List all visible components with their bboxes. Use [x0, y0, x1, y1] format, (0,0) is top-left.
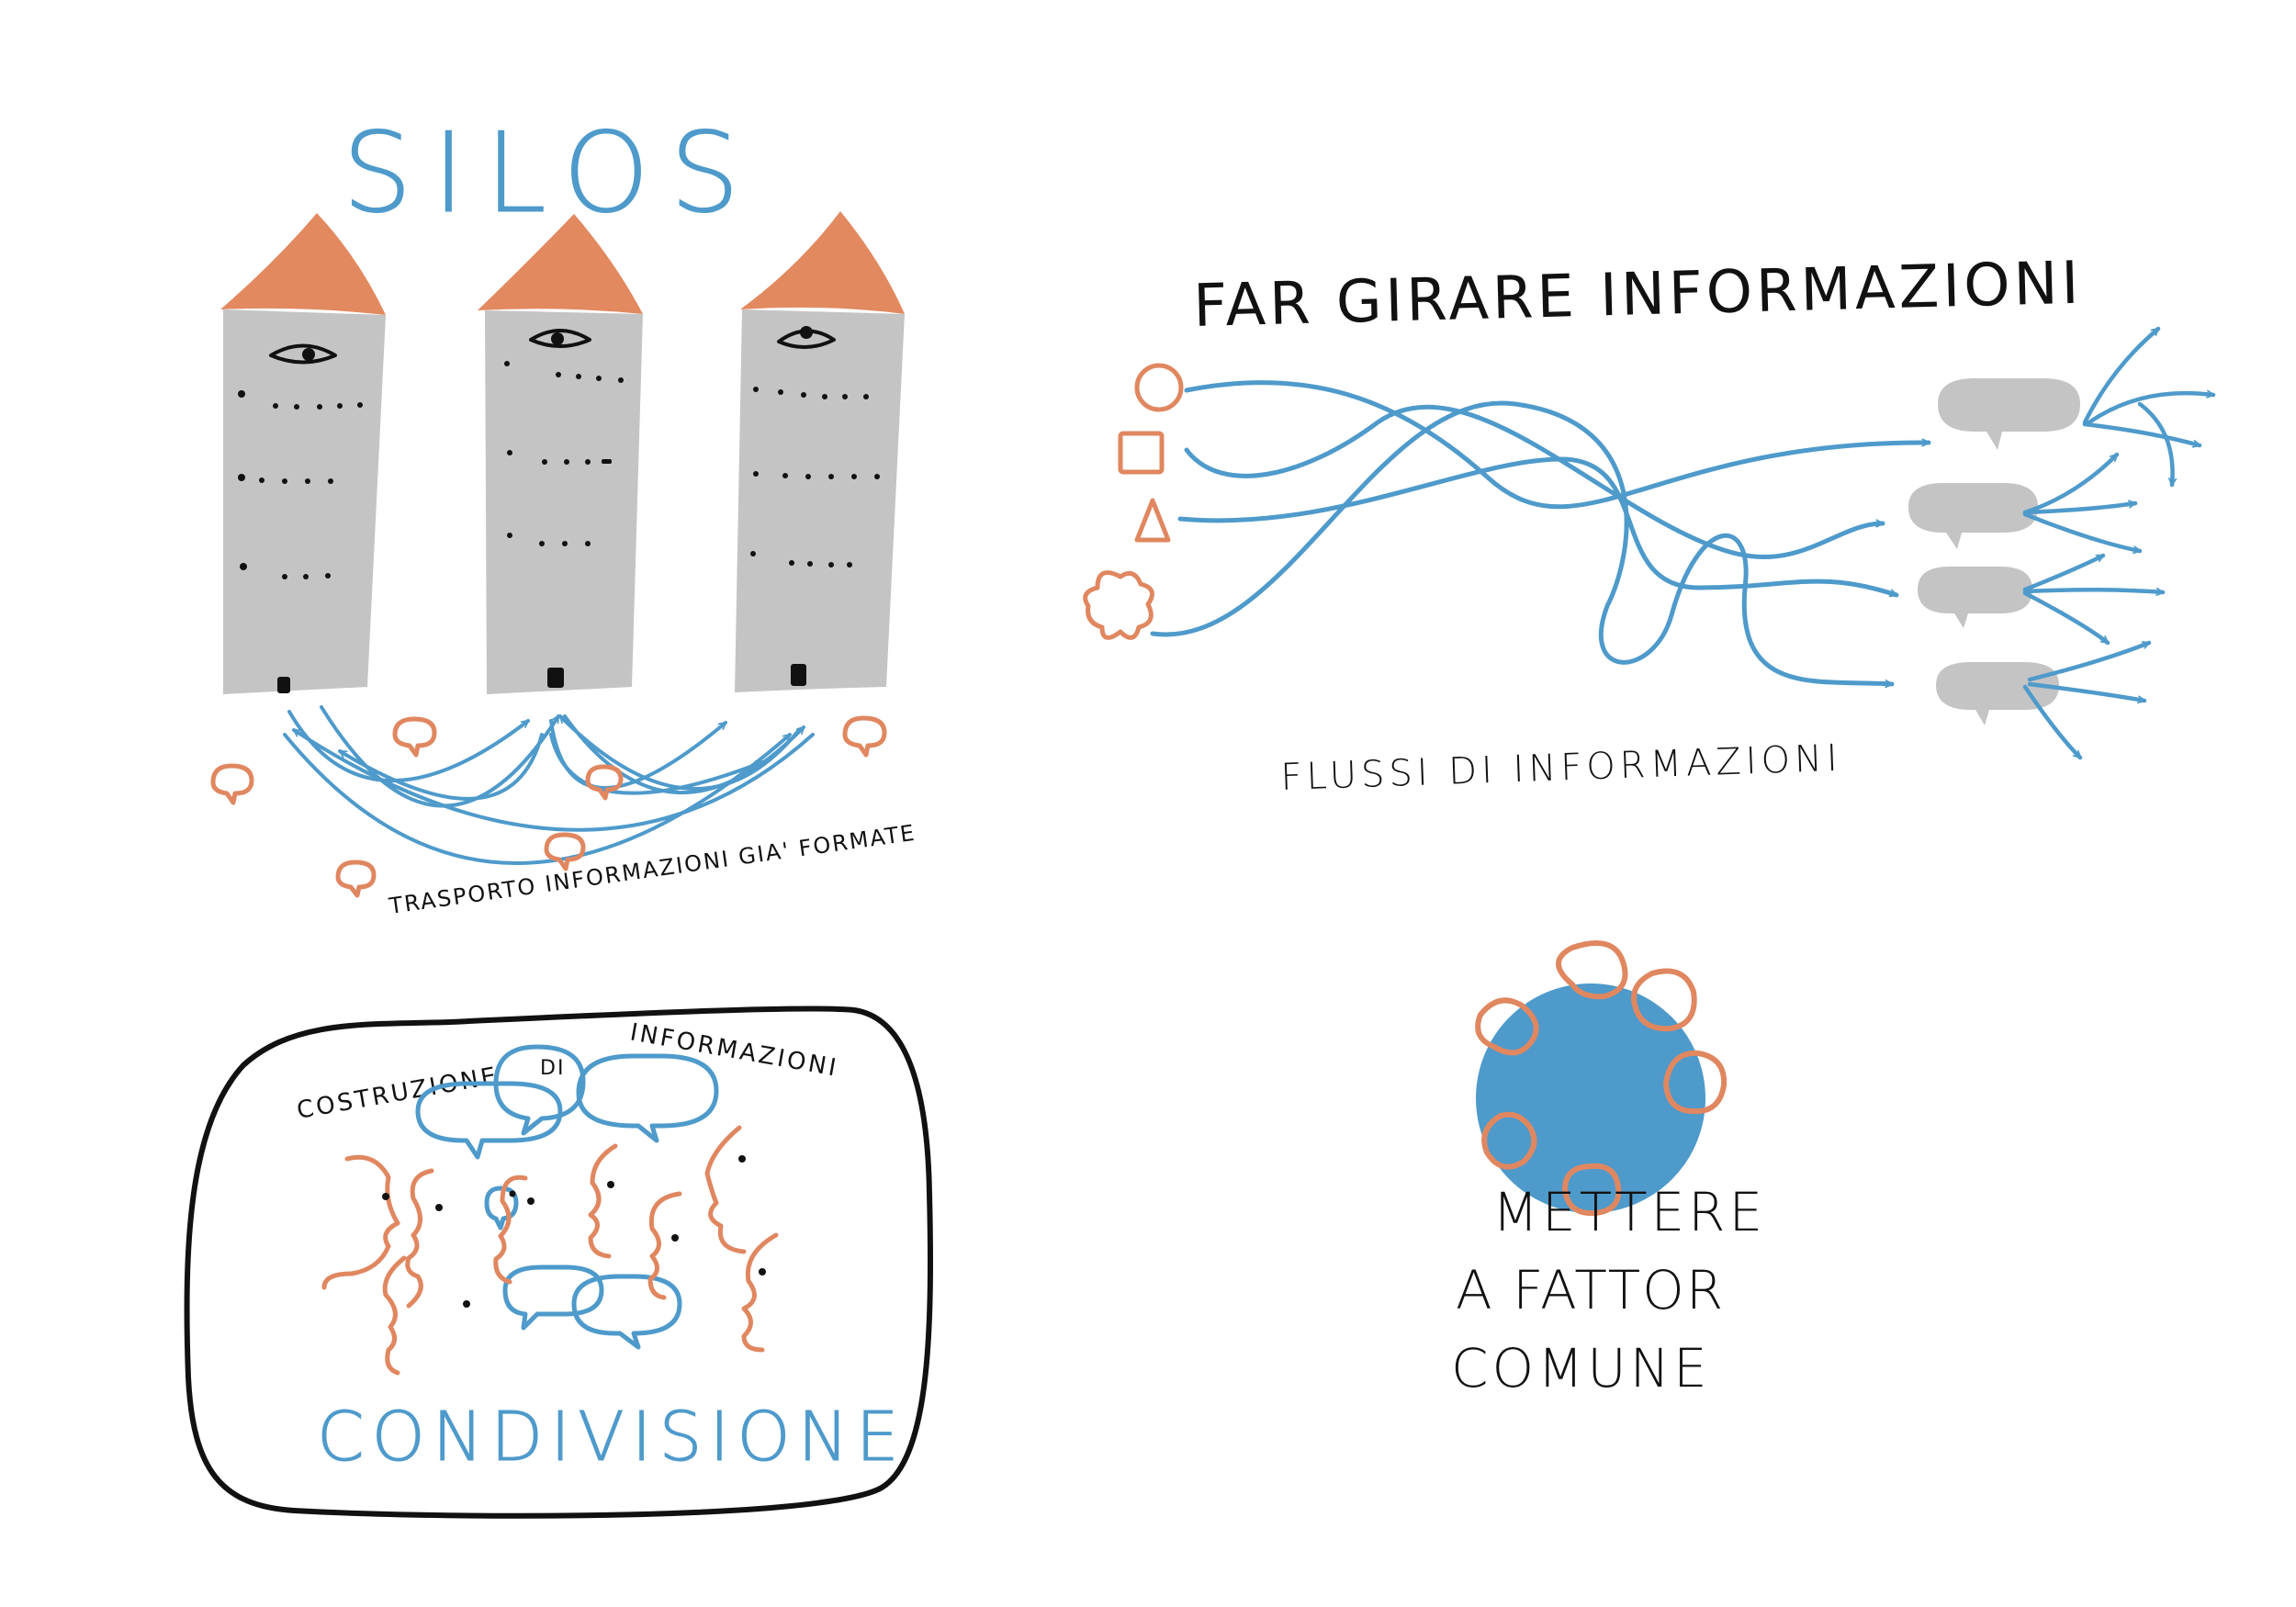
silo-roof-right: [740, 211, 905, 314]
source-shapes: [1083, 363, 1184, 640]
silos-section: SILOS: [210, 110, 917, 919]
common-line-1: METTERE: [1492, 1181, 1766, 1243]
common-line-3: COMUNE: [1451, 1337, 1711, 1399]
silo-tower-center: [478, 214, 643, 694]
silos-caption: TRASPORTO INFORMAZIONI GIA' FORMATE: [387, 820, 917, 919]
silo-window-dots: [504, 361, 624, 546]
sharing-section: COSTRUZIONE DI INFORMAZIONI: [184, 1006, 934, 1519]
silo-transport-arcs: [283, 705, 815, 865]
sharing-caption-word-3: INFORMAZIONI: [628, 1018, 841, 1082]
grey-speech-bubble-icon: [1908, 483, 2038, 549]
sharing-caption-word-2: DI: [540, 1057, 565, 1080]
silo-tower-left: [220, 213, 386, 694]
silos-title: SILOS: [343, 110, 760, 238]
silo-body-left: [223, 309, 386, 694]
speech-bubble-icons: [210, 715, 887, 898]
silo-door: [277, 677, 290, 693]
eye-icon: [529, 329, 591, 348]
silo-door: [791, 664, 806, 686]
participant-rings: [1475, 940, 1728, 1217]
grey-speech-bubble-icon: [1918, 567, 2032, 628]
square-shape-icon: [1118, 431, 1165, 475]
silo-roof-left: [220, 213, 386, 315]
eye-icon: [269, 343, 337, 365]
blue-speech-bubbles: [415, 1044, 719, 1350]
outgoing-arrows: [2022, 326, 2216, 760]
blob-shape-icon: [1083, 570, 1154, 640]
triangle-shape-icon: [1134, 498, 1171, 543]
face-profile-icon: [321, 1154, 400, 1290]
face-profile-icon: [704, 1125, 747, 1254]
silo-tower-right: [735, 211, 905, 692]
grey-speech-bubble-icon: [1936, 662, 2059, 725]
face-profile-icon: [382, 1255, 407, 1376]
common-section: METTERE A FATTOR COMUNE: [1451, 940, 1766, 1399]
flows-section: FAR GIRARE INFORMAZIONI: [1083, 250, 2216, 799]
face-profile-icon: [493, 1174, 528, 1285]
silo-body-center: [485, 310, 643, 694]
eye-icon: [777, 326, 836, 350]
face-profile-icon: [405, 1168, 434, 1309]
sharing-frame: [184, 1006, 934, 1519]
silo-window-dots: [238, 390, 363, 579]
grey-speech-bubble-icon: [1938, 378, 2080, 450]
flows-caption: FLUSSI DI INFORMAZIONI: [1280, 737, 1843, 799]
destination-bubbles: [1908, 378, 2080, 725]
sharing-caption-word-1: COSTRUZIONE: [295, 1062, 501, 1125]
face-profile-icon: [741, 1232, 779, 1353]
flows-title: FAR GIRARE INFORMAZIONI: [1192, 250, 2083, 341]
face-profile-icon: [647, 1191, 682, 1300]
face-profile-icon: [588, 1143, 618, 1259]
silo-roof-center: [478, 214, 643, 314]
information-flow-curves: [1150, 380, 1931, 684]
people-faces: [321, 1125, 779, 1376]
common-line-2: A FATTOR: [1456, 1259, 1725, 1321]
circle-shape-icon: [1134, 363, 1184, 412]
silo-body-right: [735, 309, 905, 692]
sharing-title: CONDIVISIONE: [317, 1398, 906, 1477]
silo-door: [547, 668, 564, 688]
silo-window-dots: [750, 387, 880, 568]
